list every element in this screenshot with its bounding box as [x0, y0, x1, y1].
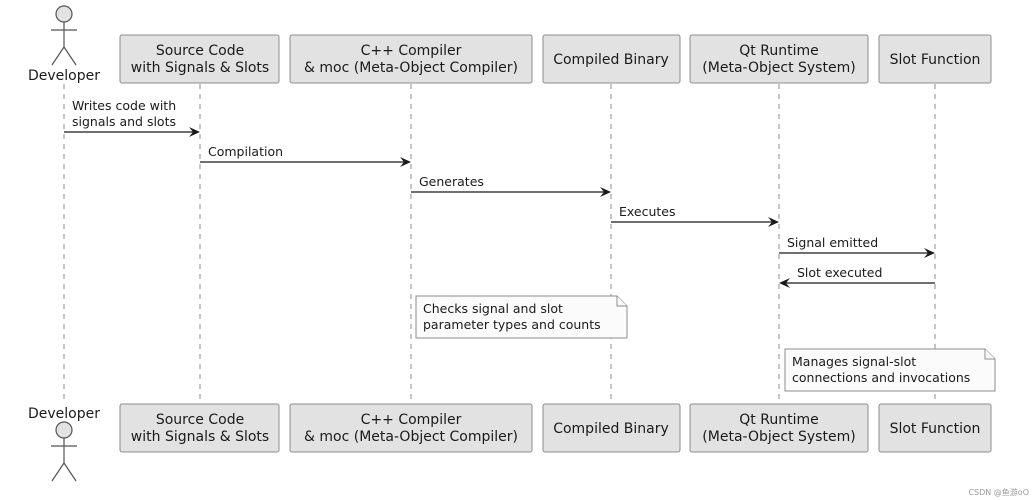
participant-label: (Meta-Object System) [702, 429, 855, 445]
participant-compiler-bottom: C++ Compiler& moc (Meta-Object Compiler) [289, 403, 533, 453]
note-box [784, 348, 996, 392]
message-label: Compilation [208, 144, 283, 159]
participant-box [119, 403, 280, 453]
participant-box [542, 34, 681, 84]
arrowhead-icon [400, 157, 411, 167]
participant-label: & moc (Meta-Object Compiler) [304, 429, 518, 445]
note-text: connections and invocations [792, 370, 970, 385]
participant-label: C++ Compiler [361, 412, 462, 428]
participant-box [119, 34, 280, 84]
participant-box [542, 403, 681, 453]
note-text: Checks signal and slot [423, 301, 563, 316]
participant-developer-top: Developer [28, 5, 100, 84]
participant-label: Slot Function [890, 421, 981, 437]
participant-label: & moc (Meta-Object Compiler) [304, 60, 518, 76]
participant-runtime-top: Qt Runtime(Meta-Object System) [689, 34, 869, 84]
participant-box [689, 34, 869, 84]
note-fold [984, 349, 995, 360]
message-2: Compilation [200, 144, 411, 167]
actor-icon [51, 421, 77, 482]
participant-label: Source Code [156, 43, 244, 59]
note-text: Manages signal-slot [792, 354, 916, 369]
participant-compiler-top: C++ Compiler& moc (Meta-Object Compiler) [289, 34, 533, 84]
participant-label: (Meta-Object System) [702, 60, 855, 76]
note-text: parameter types and counts [423, 317, 601, 332]
message-4: Executes [611, 204, 779, 227]
watermark: CSDN @鱼游oO [968, 488, 1029, 497]
actor-icon [51, 5, 77, 66]
participant-label: with Signals & Slots [131, 429, 269, 445]
participant-label: Compiled Binary [553, 52, 669, 68]
participant-slot-top: Slot Function [878, 34, 992, 84]
note-fold [616, 296, 627, 307]
message-6: Slot executed [779, 265, 935, 288]
arrowhead-icon [189, 127, 200, 137]
message-label: signals and slots [72, 114, 176, 129]
participant-box [878, 34, 992, 84]
message-label: Generates [419, 174, 484, 189]
arrowhead-icon [779, 278, 790, 288]
participant-label: Slot Function [890, 52, 981, 68]
participant-slot-bottom: Slot Function [878, 403, 992, 453]
arrowhead-icon [600, 187, 611, 197]
participant-label: Source Code [156, 412, 244, 428]
message-label: Signal emitted [787, 235, 878, 250]
participant-binary-top: Compiled Binary [542, 34, 681, 84]
note-box [415, 295, 628, 339]
participant-label: Compiled Binary [553, 421, 669, 437]
participant-label: Qt Runtime [739, 412, 818, 428]
participant-label: Qt Runtime [739, 43, 818, 59]
participant-label: C++ Compiler [361, 43, 462, 59]
message-3: Generates [411, 174, 611, 197]
message-label: Writes code with [72, 98, 176, 113]
participant-label: Developer [28, 68, 100, 84]
message-label: Slot executed [797, 265, 882, 280]
participant-binary-bottom: Compiled Binary [542, 403, 681, 453]
participant-label: with Signals & Slots [131, 60, 269, 76]
participant-label: Developer [28, 406, 100, 422]
arrowhead-icon [924, 248, 935, 258]
participant-box [878, 403, 992, 453]
message-5: Signal emitted [779, 235, 935, 258]
participant-runtime-bottom: Qt Runtime(Meta-Object System) [689, 403, 869, 453]
participant-box [689, 403, 869, 453]
message-label: Executes [619, 204, 676, 219]
participant-box [289, 34, 533, 84]
arrowhead-icon [768, 217, 779, 227]
participant-developer-bottom: Developer [28, 406, 100, 482]
participant-box [289, 403, 533, 453]
